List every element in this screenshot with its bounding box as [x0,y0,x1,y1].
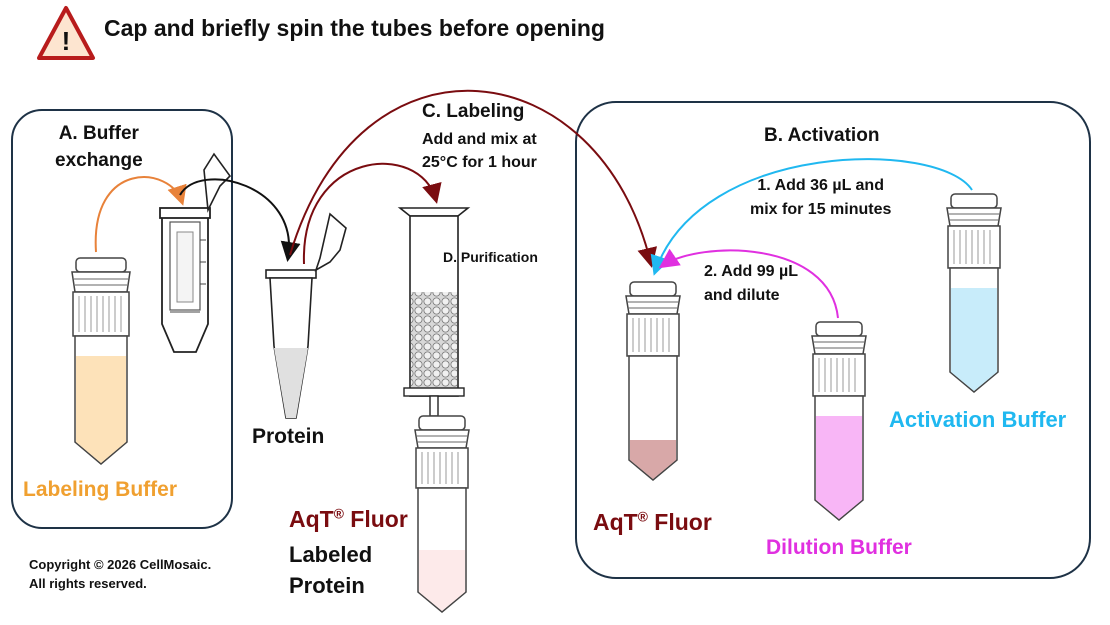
activation-buffer-tube [946,193,1002,393]
copyright-line1: Copyright © 2026 CellMosaic. [29,557,212,572]
labeling-buffer-label: Labeling Buffer [23,478,178,501]
panel-c-body-line1: Add and mix at [422,131,537,148]
aqt-suffix-b: Fluor [647,509,712,535]
arrow-filter-to-protein [179,178,301,262]
warning-icon: ! [37,6,95,60]
activation-step1-line1: 1. Add 36 µL and [757,177,884,194]
arrow-protein-to-column [302,162,442,265]
activation-step1: 1. Add 36 µL and mix for 15 minutes [750,174,891,222]
panel-a-title-line1: A. Buffer [58,123,139,144]
svg-text:!: ! [62,26,71,56]
panel-b-title: B. Activation [764,125,880,146]
protein-line: Protein [289,573,365,598]
panel-b-border [575,101,1091,579]
panel-c-body: Add and mix at 25°C for 1 hour [422,128,537,174]
protein-tube [265,212,347,419]
arrow-buffer-to-filter [94,176,187,253]
aqt-fluor-tube [625,281,681,481]
activation-step2: 2. Add 99 µL and dilute [704,260,798,308]
aqt-reg-mark: ® [333,506,344,522]
aqt-name: AqT [289,506,334,532]
dilution-buffer-label: Dilution Buffer [766,536,912,559]
aqt-name-b: AqT [593,509,638,535]
activation-step1-line2: mix for 15 minutes [750,201,892,218]
aqt-fluor-tube-label: AqT® Fluor [593,509,712,536]
aqt-fluor-product-label: AqT® Fluor [289,506,408,533]
copyright-line2: All rights reserved. [29,576,147,591]
dilution-buffer-tube [811,321,867,521]
panel-c-title: C. Labeling [422,101,525,122]
panel-c-body-line2: 25°C for 1 hour [422,154,537,171]
labeled-protein-tube [414,415,470,613]
panel-a-border [11,109,233,529]
labeled-protein-label: Labeled Protein [289,539,372,601]
spin-filter-tube [159,152,232,353]
purification-column [397,207,471,417]
activation-step2-line2: and dilute [704,287,780,304]
arrow-aqt-to-protein [289,89,657,268]
aqt-reg-mark-b: ® [637,509,648,525]
copyright-notice: Copyright © 2026 CellMosaic. All rights … [29,555,211,593]
activation-step2-line1: 2. Add 99 µL [704,263,798,280]
labeled-line: Labeled [289,542,373,567]
arrow-activation-to-aqt [650,158,973,276]
warning-title: Cap and briefly spin the tubes before op… [104,15,605,41]
arrow-dilution-to-aqt [658,248,839,319]
panel-a-title-line2: exchange [55,150,143,171]
panel-a-title: A. Buffer exchange [55,120,143,174]
aqt-suffix: Fluor [343,506,408,532]
labeling-buffer-tube [71,257,131,465]
panel-d-title: D. Purification [443,249,538,265]
activation-buffer-label: Activation Buffer [889,407,1067,432]
protein-label: Protein [252,425,325,448]
